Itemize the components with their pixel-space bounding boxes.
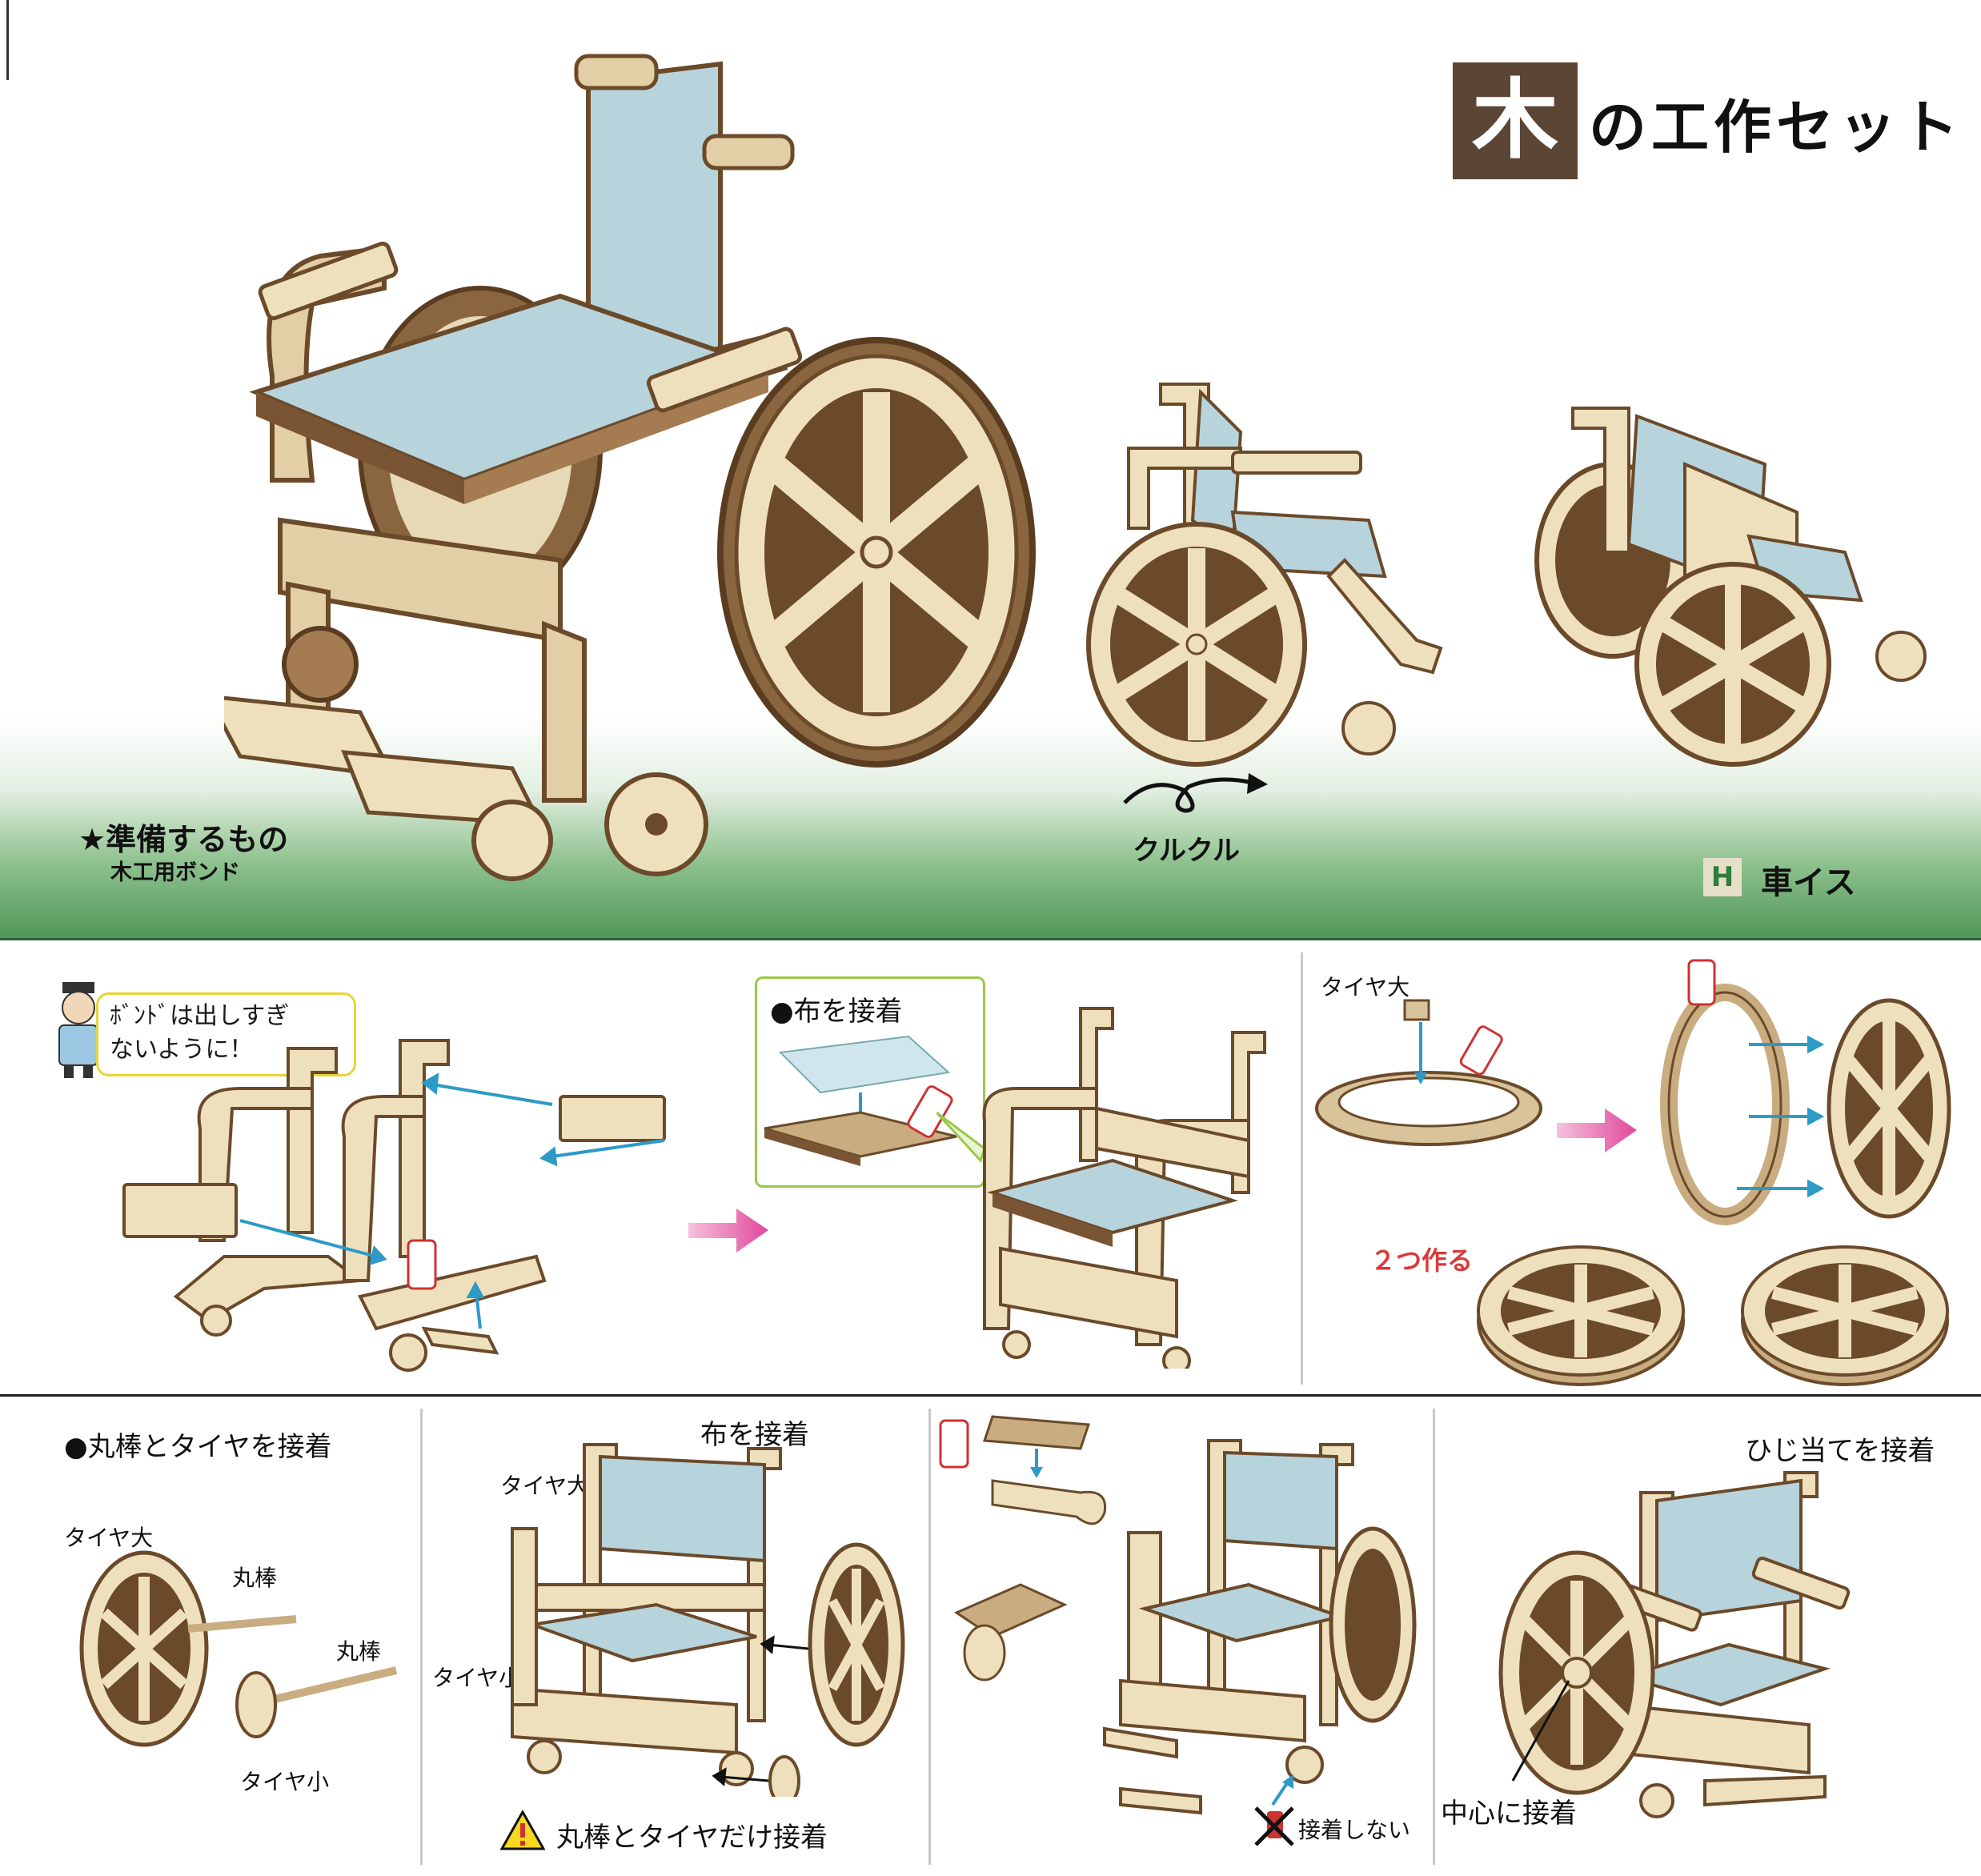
hero-divider: [0, 938, 1981, 940]
tire-small-label: タイヤ小: [240, 1769, 330, 1795]
column-divider: [1301, 952, 1303, 1385]
cloth-seat-illustration: [764, 1035, 957, 1166]
make-two-label: ２つ作る: [1370, 1245, 1474, 1276]
prep-title: ★準備するもの: [78, 822, 289, 857]
column-divider: [1433, 1409, 1435, 1865]
step2-seat-frame-illustration: [936, 1007, 1266, 1369]
pink-next-arrow-icon: [1557, 1108, 1637, 1152]
step4-title: ●丸棒とタイヤを接着: [64, 1431, 332, 1463]
glue-bottle-icon: [407, 1239, 437, 1290]
step5-tire-small-label: タイヤ小: [432, 1665, 522, 1691]
no-glue-label: 接着しない: [1298, 1817, 1411, 1843]
tire-assembly-illustration: [1660, 959, 1951, 1225]
spin-label: クルクル: [1133, 835, 1240, 867]
no-glue-icon: [1254, 1806, 1294, 1846]
page-title: の工作セット: [1589, 94, 1964, 161]
bubble-line-1: ﾎﾞﾝﾄﾞは出しすぎ: [110, 1002, 290, 1030]
edge-mark: [6, 0, 9, 80]
cloth-label: ●布を接着: [770, 996, 903, 1028]
prep-item: 木工用ボンド: [110, 860, 240, 885]
step4-tire-big-label: タイヤ大: [64, 1525, 154, 1551]
product-name: 車イス: [1761, 864, 1856, 901]
glue-warning-bubble: ﾎﾞﾝﾄﾞは出しすぎ ないように！: [96, 992, 356, 1076]
product-code-badge: H: [1703, 858, 1742, 896]
warning-icon: [500, 1810, 545, 1850]
row-divider: [0, 1394, 1981, 1397]
teacher-mascot-icon: [58, 982, 108, 1078]
rod-label-1: 丸棒: [232, 1565, 278, 1591]
bubble-line-2: ないように！: [110, 1036, 254, 1064]
column-divider: [420, 1409, 423, 1865]
step5-warning-text: 丸棒とタイヤだけ接着: [556, 1822, 828, 1854]
step7-finished-wheelchair-illustration: [1498, 1471, 1851, 1818]
wheelchair-main-illustration: [224, 54, 1036, 881]
step6-caster-illustration: [939, 1415, 1417, 1815]
step5-wheel-attach-illustration: [511, 1443, 905, 1797]
armrest-label: ひじ当てを接着: [1745, 1435, 1935, 1467]
step5-cloth-label: 布を接着: [700, 1419, 809, 1451]
spin-arrow-icon: [1123, 773, 1268, 813]
tire-ring-illustration: [1315, 999, 1542, 1146]
rod-tire-illustration: [79, 1550, 398, 1747]
title-kanji-box: 木: [1453, 62, 1578, 179]
center-glue-label: 中心に接着: [1441, 1798, 1577, 1830]
rod-label-2: 丸棒: [336, 1638, 382, 1665]
step5-tire-big-label: タイヤ大: [500, 1473, 590, 1499]
pink-next-arrow-icon: [688, 1209, 768, 1253]
wheelchair-rear-illustration: [1534, 407, 1927, 767]
step1-frame-assembly-illustration: [122, 1039, 666, 1372]
wheelchair-side-illustration: [1086, 383, 1443, 767]
two-tires-illustration: [1477, 1245, 1949, 1386]
tire-big-label: タイヤ大: [1321, 974, 1410, 1000]
column-divider: [928, 1409, 931, 1865]
